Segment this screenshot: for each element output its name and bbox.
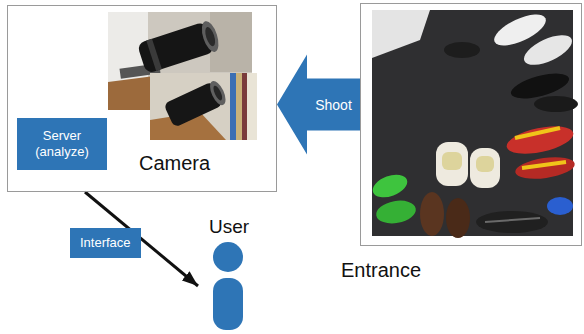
entrance-photo: [476, 211, 548, 233]
entrance-photo: [520, 29, 576, 71]
camera-photo: [247, 73, 257, 140]
entrance-photo: [420, 192, 444, 236]
camera-photo: [163, 79, 228, 128]
edge-label: Interface: [70, 228, 141, 258]
block-arrow: [277, 55, 360, 155]
camera-frame: Camera Server (analyze): [7, 5, 277, 192]
node-label: Entrance: [341, 258, 421, 282]
entrance-photo: [515, 128, 560, 138]
entrance-photo: [476, 156, 494, 172]
entrance-frame: Entrance: [360, 3, 582, 246]
node-label: User: [209, 216, 249, 239]
camera-photo: [203, 26, 217, 47]
entrance-photo: [372, 10, 430, 58]
entrance-photo: [442, 152, 462, 170]
camera-photo: [236, 73, 242, 140]
camera-photo: [212, 85, 224, 102]
entrance-photo: [470, 148, 500, 188]
entrance-photo: [374, 198, 417, 227]
entrance-photo: [522, 162, 566, 168]
camera-photo: [230, 73, 236, 140]
user-head: [213, 242, 243, 272]
camera-photo: [163, 81, 223, 127]
entrance-photo: [444, 42, 480, 58]
user-body: [213, 278, 243, 330]
node-label: Camera: [139, 151, 210, 175]
camera-photo: [207, 79, 229, 108]
node-label: Server (analyze): [17, 128, 107, 159]
user-figure: User: [198, 216, 260, 332]
entrance-photo: [485, 218, 540, 222]
entrance-photo: [436, 142, 468, 186]
camera-photo: [199, 19, 222, 54]
camera-photo: [137, 19, 222, 74]
entrance-photo: [370, 8, 578, 238]
entrance-photo: [514, 154, 576, 182]
camera-photo: [146, 39, 162, 71]
camera-photo: [150, 73, 257, 140]
camera-photo: [242, 73, 247, 140]
entrance-photo: [504, 121, 576, 159]
entrance-photo: [534, 96, 578, 112]
entrance-photo: [370, 170, 411, 201]
entrance-photo: [446, 198, 470, 238]
server-box: Server (analyze): [17, 118, 107, 170]
edge-label: Shoot: [315, 96, 352, 113]
entrance-photo: [547, 197, 573, 215]
camera-photo: [150, 73, 257, 140]
